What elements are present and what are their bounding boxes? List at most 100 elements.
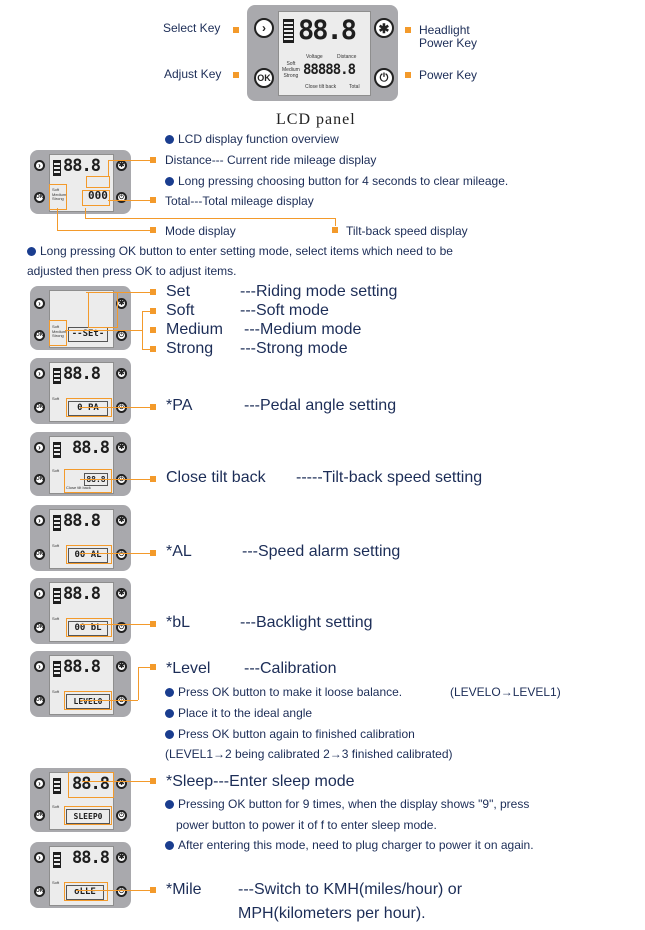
bl-leader [80,624,150,625]
soft-label: Soft [52,468,60,473]
soft-label: Soft [166,302,195,319]
select-icon: › [34,160,45,171]
device-tilt: › OK ✱ ⏻ 88.8 Soft 88.8 Close tilt back [30,432,131,496]
strong-marker [150,346,156,352]
power-icon: ⏻ [116,810,127,821]
strong-label: Strong [166,340,214,357]
al-label: *AL [166,543,192,560]
level-bullet-3: Press OK button again to finished calibr… [165,727,415,741]
modes-leader-v [142,311,143,350]
medium-desc: ---Medium mode [244,321,362,338]
power-icon: ⏻ [116,549,127,560]
soft-label: Soft [52,880,60,885]
tilt-leader [85,218,335,219]
mile-desc: ---Switch to KMH(miles/hour) or [238,881,463,898]
mile-highlight [64,882,108,901]
set-desc: ---Riding mode setting [240,283,398,300]
ok-icon: OK [34,810,45,821]
headlight-icon: ✱ [116,778,127,789]
set-highlight [88,292,118,328]
level-display: LEVEL0 [66,694,110,709]
al-leader [80,553,150,554]
headlight-key-label: Headlight Power Key [419,23,478,50]
pa-display: 0 PA [68,401,108,416]
lcd-panel-caption: LCD panel [276,111,356,128]
total-marker [150,197,156,203]
level-bullet-1: Press OK button to make it loose balance… [165,685,402,699]
power-icon: ⏻ [116,192,127,203]
level-desc: ---Calibration [244,660,337,677]
level-bullet-2: Place it to the ideal angle [165,706,312,720]
sleep-label: *Sleep---Enter sleep mode [166,773,355,790]
headlight-icon: ✱ [116,588,127,599]
device-sleep: › OK ✱ ⏻ 88.8 Soft SLEEP0 [30,768,131,832]
small-digits: 88888.8 [303,62,356,78]
soft-label: Soft [52,616,60,621]
soft-label: Soft [52,396,60,401]
lcd-panel-main: › OK ✱ ⏻ 88.8 Soft Medium Strong Voltage… [247,5,398,101]
mode-highlight [49,184,67,210]
device-level: › OK ✱ ⏻ 88.8 Soft LEVEL0 [30,651,131,717]
clear-mileage-text: Long pressing choosing button for 4 seco… [165,174,508,188]
mode-labels: Soft Medium Strong [52,324,67,339]
battery-icon [283,19,294,43]
soft-label: Soft [52,804,60,809]
big-digits: 88.8 [63,156,101,176]
big-digits: 88.8 [298,15,357,46]
mode-labels: Soft Medium Strong [52,187,67,202]
select-icon: › [34,852,45,863]
headlight-icon: ✱ [116,661,127,672]
battery-icon [53,852,61,868]
modes-leader [65,330,142,331]
headlight-key-button[interactable]: ✱ [374,18,394,38]
mode-labels: Soft Medium Strong [282,61,300,79]
bl-label: *bL [166,614,191,631]
big-digits: 88.8 [72,774,110,794]
headlight-key-marker [405,27,411,33]
power-key-button[interactable]: ⏻ [374,68,394,88]
ok-key-button[interactable]: OK [254,68,274,88]
tilt-marker [332,227,338,233]
battery-icon [53,661,61,677]
level-label: *Level [166,660,211,677]
set-marker [150,289,156,295]
mile-label: *Mile [166,881,202,898]
headlight-icon: ✱ [116,442,127,453]
level-leader-v [138,667,139,700]
intro-line1: Long pressing OK button to enter setting… [27,244,453,258]
device-pa: › OK ✱ ⏻ 88.8 Soft 0 PA [30,358,131,424]
headlight-icon: ✱ [116,160,127,171]
select-icon: › [34,368,45,379]
power-key-marker [405,72,411,78]
sleep-leader [82,781,150,782]
level-bullet-3-note: (LEVEL1→2 being calibrated 2→3 finished … [165,747,453,761]
device-screen: 88.8 Soft 00 bL [49,582,114,642]
ok-icon: OK [34,886,45,897]
tilt-label: Close tilt back [166,469,266,486]
al-display: 00 AL [68,548,108,563]
device-screen: 88.8 Soft LEVEL0 [49,655,114,715]
sleep-bullet-2: After entering this mode, need to plug c… [165,838,534,852]
soft-marker [150,308,156,314]
device-modes: › OK ✱ ⏻ Soft Medium Strong --SEt- [30,286,131,350]
device-mile: › OK ✱ ⏻ 88.8 Soft oLLE [30,842,131,908]
tilt-marker2 [150,476,156,482]
battery-icon [53,515,61,531]
select-icon: › [34,515,45,526]
big-digits: 88.8 [63,657,101,677]
total-leader [108,200,150,201]
select-key-button[interactable]: › [254,18,274,38]
total-label: Total [349,84,360,90]
headlight-icon: ✱ [116,515,127,526]
ok-icon: OK [34,192,45,203]
distance-highlight [86,176,110,188]
bl-marker [150,621,156,627]
sleep-display: SLEEP0 [66,809,110,824]
headlight-icon: ✱ [116,852,127,863]
device-screen: Soft Medium Strong --SEt- [49,290,114,348]
select-icon: › [34,661,45,672]
ok-icon: OK [34,695,45,706]
tilt-highlight [64,469,112,493]
battery-icon [53,160,61,176]
medium-label: Medium [166,321,223,338]
